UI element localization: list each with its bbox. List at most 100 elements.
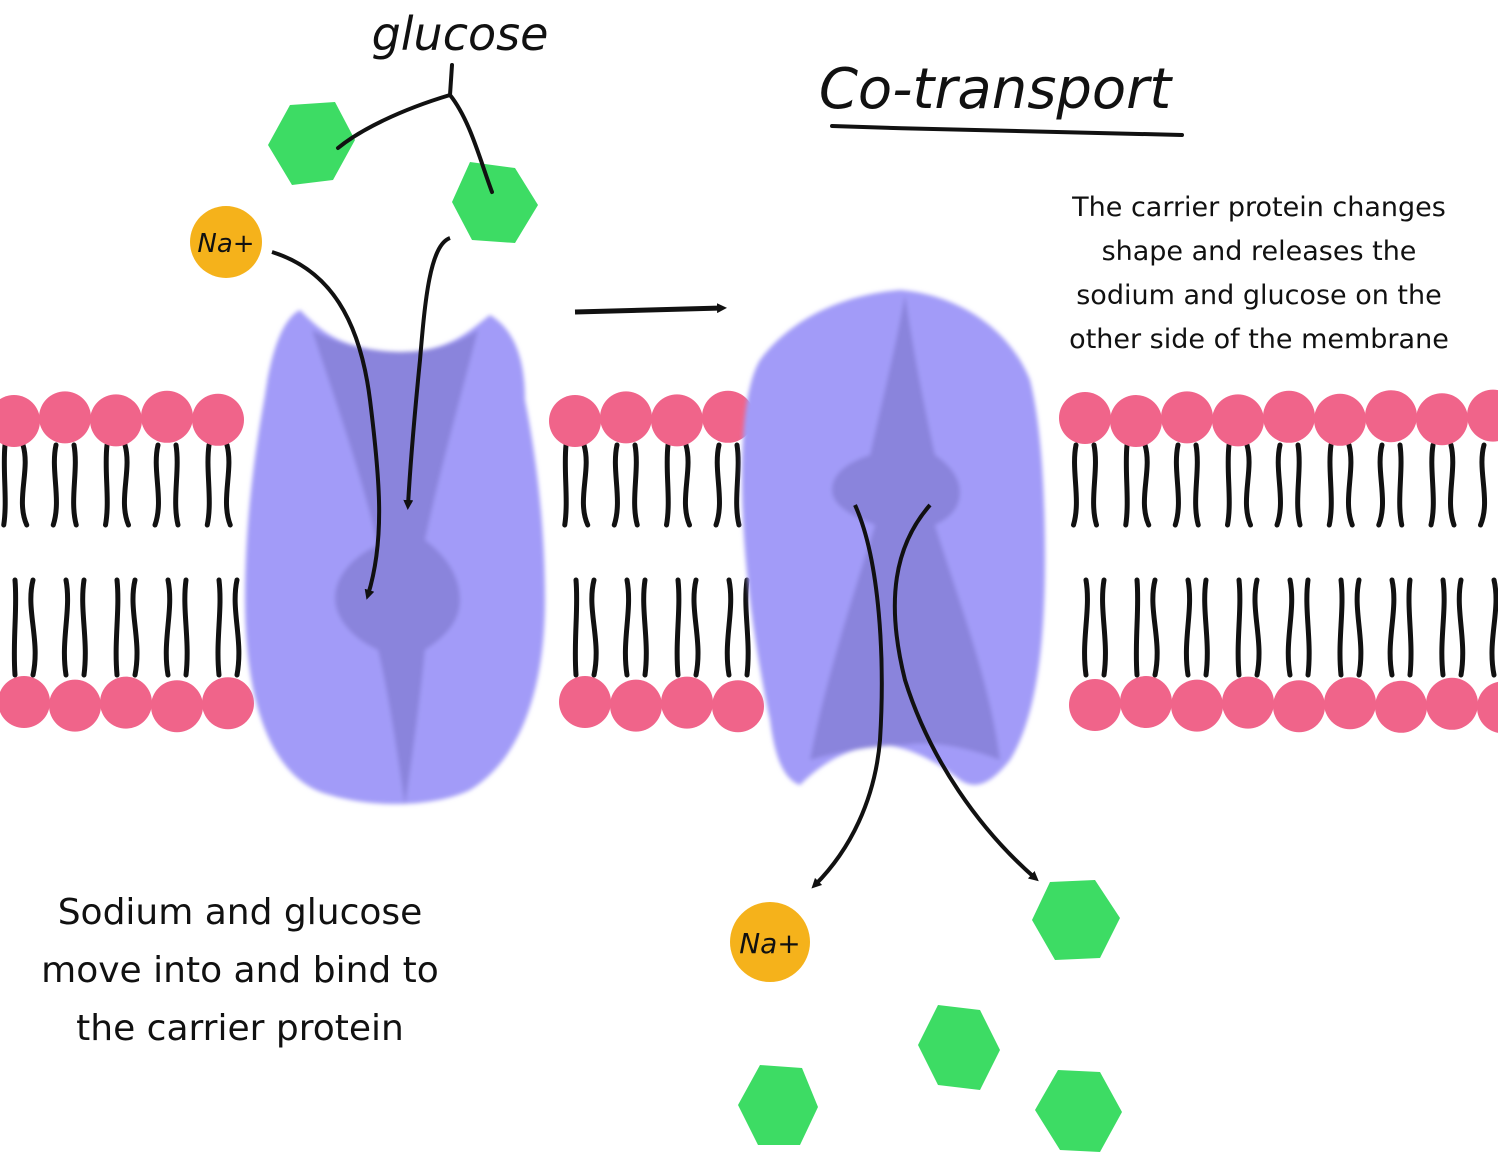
lipid-tail (1439, 577, 1447, 678)
phospholipid-head (702, 390, 754, 443)
carrier-protein-open-inside (742, 290, 1045, 785)
lipid-tail (1243, 442, 1253, 528)
lipid-tail (641, 577, 649, 678)
lipid-heads-inner (0, 676, 1498, 733)
phospholipid-head (1069, 679, 1121, 731)
lipid-tail (28, 577, 38, 678)
step1-caption-line: Sodium and glucose (57, 892, 423, 933)
glucose-molecule (738, 1065, 818, 1145)
glucose-molecules (268, 102, 1122, 1152)
lipid-tail (1397, 442, 1405, 528)
glucose-molecule (452, 162, 538, 243)
lipid-tail (19, 442, 30, 528)
lipid-tail (71, 442, 79, 528)
glucose-bracket (336, 63, 494, 194)
lipid-tail (674, 577, 682, 678)
carrier-protein-open-outside (245, 310, 545, 805)
step2-caption-line: The carrier protein changes (1072, 192, 1446, 223)
lipid-tail (1123, 442, 1130, 528)
phospholipid-head (651, 394, 703, 447)
phospholipid-head (100, 676, 152, 729)
lipid-tail (1326, 442, 1334, 528)
phospholipid-bilayer (0, 389, 1498, 733)
lipid-tail (1376, 442, 1386, 528)
lipid-tail (1285, 577, 1295, 678)
phospholipid-head (39, 391, 91, 444)
phospholipid-head (1467, 389, 1498, 442)
lipid-tail (1448, 442, 1457, 528)
lipid-tail (1225, 442, 1232, 528)
lipid-tail (1235, 577, 1243, 678)
lipid-tail (1406, 577, 1414, 678)
phospholipid-head (1426, 677, 1478, 730)
sodium-entry-arrow (271, 250, 382, 600)
lipid-tail (1100, 577, 1108, 678)
phospholipid-head (1161, 391, 1213, 444)
lipid-tail (743, 577, 751, 678)
page-title: Co-transport (819, 57, 1173, 122)
phospholipid-head (549, 395, 601, 447)
lipid-tail (103, 442, 110, 528)
lipid-tail (113, 577, 121, 678)
glucose-molecule (918, 1005, 1000, 1090)
lipid-tail (572, 577, 580, 678)
lipid-tail (1202, 577, 1210, 678)
lipid-tail (232, 577, 242, 678)
lipid-tail (562, 442, 569, 528)
lipid-tail (152, 442, 161, 528)
lipid-tail (223, 442, 233, 528)
lipid-tail (1172, 442, 1181, 528)
sodium-exit-arrow (811, 504, 884, 889)
phospholipid-head (90, 394, 142, 447)
phospholipid-head (1110, 395, 1162, 447)
step2-caption-line: sodium and glucose on the (1076, 280, 1442, 311)
glucose-entry-arrow (403, 236, 451, 510)
lipid-tail (182, 577, 190, 678)
lipid-tail (1456, 577, 1466, 678)
lipid-tail (1091, 442, 1099, 528)
lipid-tail (1150, 577, 1160, 678)
step2-caption-line: shape and releases the (1101, 236, 1417, 267)
phospholipid-head (1263, 390, 1315, 443)
lipid-tail (50, 442, 59, 528)
lipid-tail (622, 577, 632, 678)
phospholipid-head (600, 391, 652, 444)
lipid-tail (80, 577, 88, 678)
phospholipid-head (559, 676, 611, 728)
lipid-tail (724, 577, 734, 678)
lipid-tail (1354, 577, 1364, 678)
phospholipid-head (712, 680, 764, 733)
phospholipid-head (610, 679, 662, 732)
lipid-tail (1478, 442, 1488, 528)
phospholipid-head (1365, 390, 1417, 443)
glucose-molecule (1035, 1070, 1122, 1152)
phospholipid-head (1273, 680, 1325, 733)
step2-caption-line: other side of the membrane (1069, 324, 1449, 355)
lipid-tail (1387, 577, 1397, 678)
lipid-tail (1304, 577, 1312, 678)
lipid-tail (1071, 442, 1079, 528)
lipid-tail (1, 442, 8, 528)
lipid-tail (215, 577, 223, 678)
phospholipid-head (0, 676, 50, 728)
phospholipid-head (1416, 393, 1468, 446)
phospholipid-head (1120, 676, 1172, 728)
phospholipid-head (1477, 681, 1498, 733)
glucose-label: glucose (372, 7, 549, 61)
phospholipid-head (1171, 679, 1223, 732)
lipid-tail (11, 577, 19, 678)
lipid-tail (1183, 577, 1193, 678)
phospholipid-head (1212, 394, 1264, 447)
sodium-ion: Na+ (190, 206, 262, 278)
lipid-tail (204, 442, 212, 528)
glucose-exit-arrow (892, 503, 1039, 882)
glucose-molecule (1032, 880, 1120, 960)
step1-caption-line: the carrier protein (76, 1008, 404, 1049)
phospholipid-head (141, 390, 193, 443)
phospholipid-head (1222, 676, 1274, 729)
lipid-tail (691, 577, 701, 678)
lipid-tail (632, 442, 640, 528)
lipid-tail (611, 442, 620, 528)
step2-caption: The carrier protein changes shape and re… (1036, 186, 1482, 362)
